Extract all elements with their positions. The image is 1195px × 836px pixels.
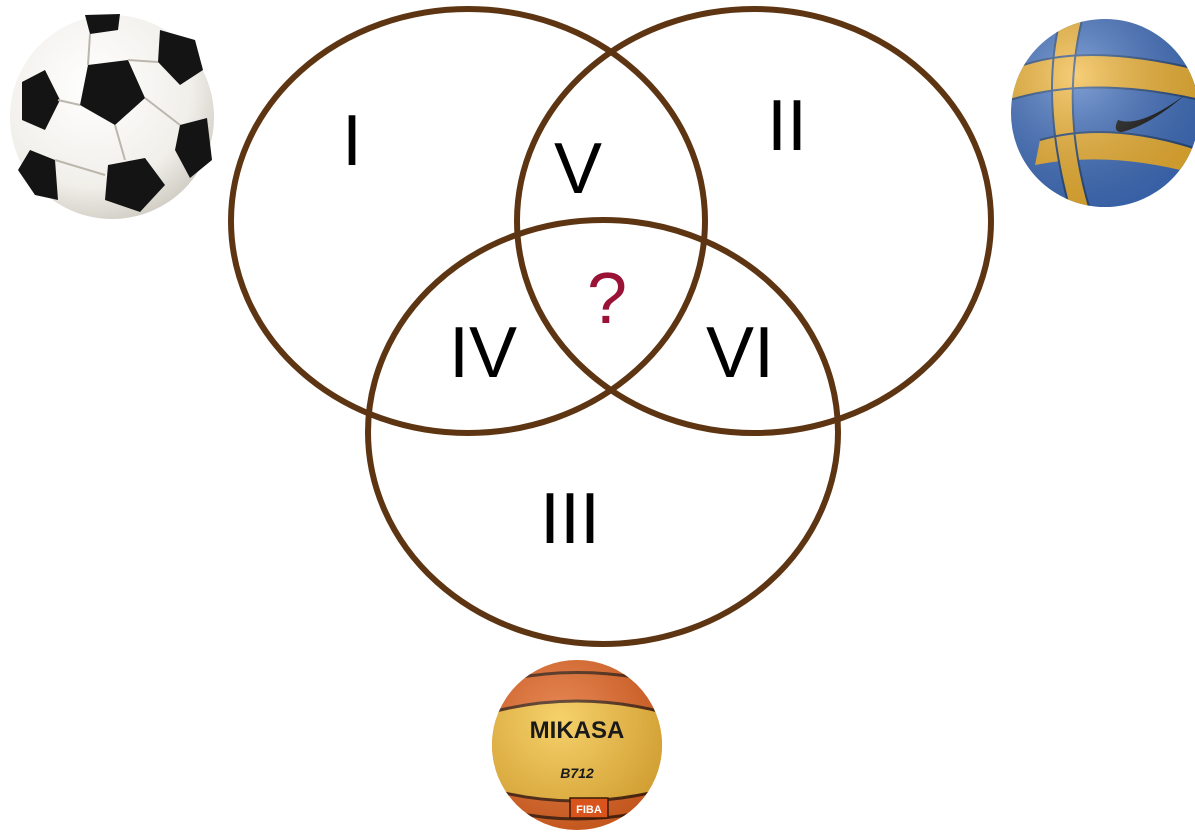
soccer-ball-icon [10, 14, 214, 219]
region-label-vi: VI [706, 313, 774, 393]
region-label-ii: II [767, 86, 807, 166]
basketball-fiba-text: FIBA [576, 804, 602, 816]
region-label-iii: III [540, 479, 600, 559]
volleyball-icon [1010, 19, 1195, 210]
center-question-mark: ? [587, 259, 627, 339]
region-label-i: I [342, 101, 362, 181]
basketball-icon: MIKASA B712 FIBA [492, 660, 662, 830]
basketball-model-text: B712 [560, 765, 594, 781]
region-label-v: V [554, 129, 602, 209]
region-label-iv: IV [449, 313, 517, 393]
basketball-brand-text: MIKASA [530, 717, 625, 744]
